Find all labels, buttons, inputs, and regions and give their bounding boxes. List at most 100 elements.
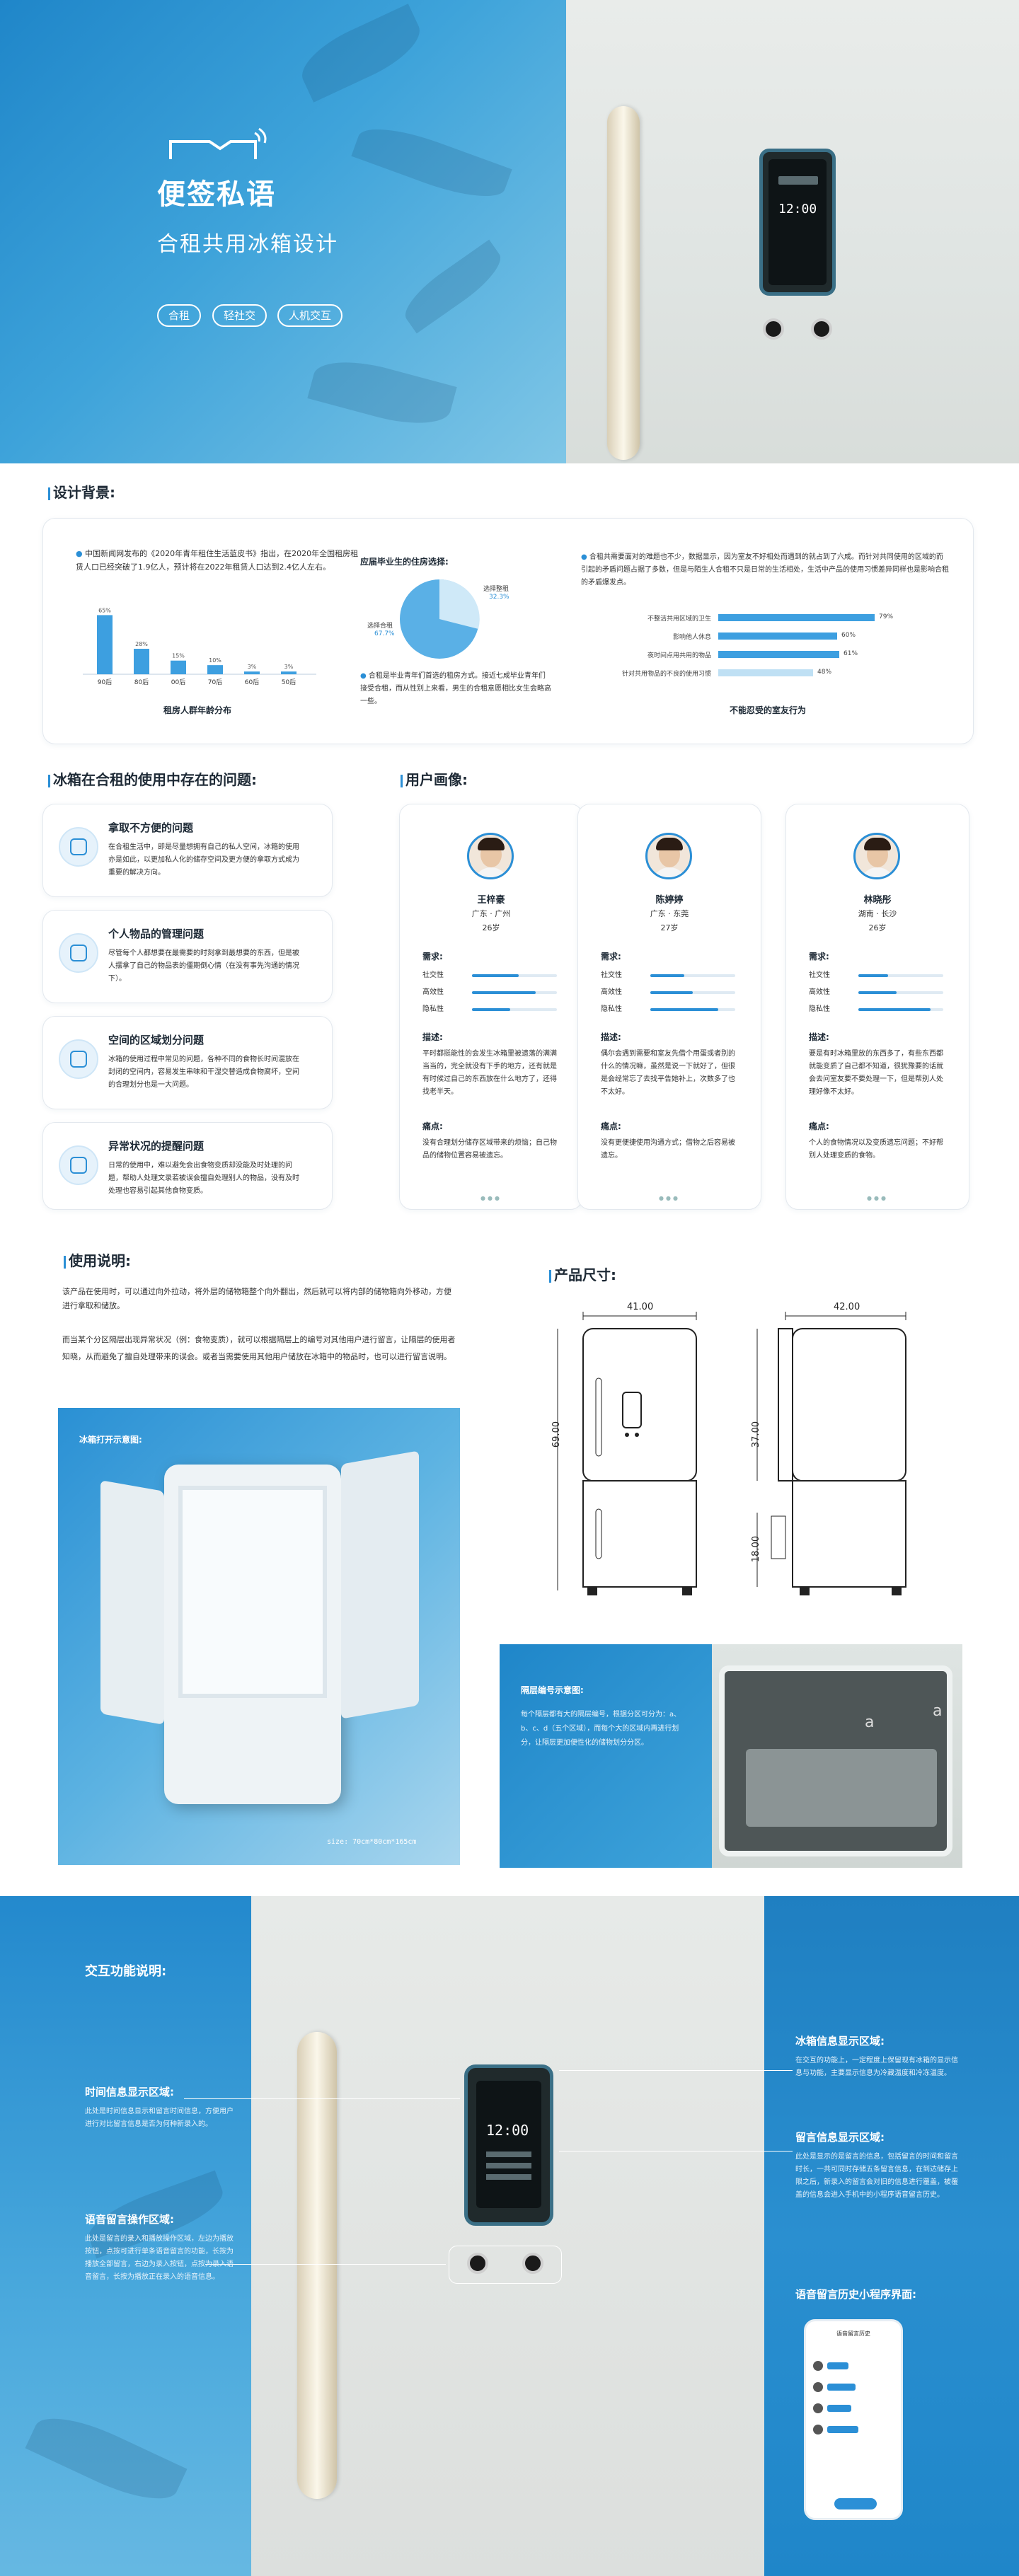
voice-message-bubble[interactable] [827, 2384, 856, 2391]
desc-title: 描述: [809, 1032, 829, 1042]
partition-title: 隔层编号示意图: [521, 1685, 584, 1695]
age-chart-caption: 租房人群年龄分布 [163, 705, 232, 715]
panel-time: 12:00 [778, 202, 817, 216]
fridge-drawer: a a [719, 1665, 952, 1856]
problem-card: 空间的区域划分问题 冰箱的使用过程中常见的问题，各种不同的食物长时间混放在封闭的… [42, 1016, 333, 1109]
need-bar [650, 1008, 735, 1011]
play-button-icon [763, 318, 784, 340]
callout-line [184, 2098, 460, 2099]
section-title-users: 用户画像: [401, 768, 468, 789]
pagination-dots: ●●● [867, 1195, 888, 1201]
behavior-value: 61% [844, 650, 858, 657]
fridge-control-panel: 12:00 [759, 149, 836, 296]
voice-message-bubble[interactable] [827, 2362, 848, 2369]
age-bar-value: 10% [209, 657, 221, 664]
persona-name: 陈婷婷 [655, 895, 684, 906]
persona-desc: 要是有时冰箱里放的东西多了，有些东西都就能变质了自己都不知道，很犹豫要的话就会去… [809, 1050, 943, 1096]
need-title: 需求: [809, 952, 829, 961]
age-bar-category: 00后 [171, 678, 185, 686]
need-bar [858, 974, 943, 977]
age-bar [97, 615, 113, 674]
persona-pain: 没有合理划分储存区域带来的烦恼；自己物品的储物位置容易被遗忘。 [422, 1139, 557, 1160]
age-bar-value: 15% [172, 653, 185, 659]
age-bar [207, 665, 223, 674]
partition-photo: 隔层编号示意图: 每个隔层都有大的隔层编号，根据分区可分为：a、b、c、d（五个… [500, 1644, 962, 1868]
persona-pain: 个人的食物情况以及变质遗忘问题；不好帮别人处理变质的食物。 [809, 1139, 943, 1160]
leaf-shadow [292, 4, 430, 103]
age-bar-category: 50后 [282, 678, 296, 686]
problem-text: 日常的使用中，难以避免会出食物变质却没能及时处理的问题，帮助人处理文录若被误会擅… [108, 1162, 299, 1195]
hero-subtitle: 合租共用冰箱设计 [157, 232, 338, 257]
voice-message-bubble[interactable] [827, 2405, 851, 2412]
need-bar-fill [472, 1008, 510, 1011]
message-area-title: 留言信息显示区域: [795, 2131, 885, 2144]
age-bar-category: 90后 [98, 678, 112, 686]
problem-text: 尽管每个人都想要在最需要的时刻拿到最想要的东西，但是被人摆拿了自己的物品表的僵期… [108, 949, 299, 983]
problem-title: 拿取不方便的问题 [108, 821, 194, 834]
leaf-shadow [307, 350, 457, 435]
avatar [813, 2361, 823, 2371]
persona-age: 26岁 [482, 923, 500, 932]
app-title: 语音留言历史小程序界面: [795, 2288, 916, 2301]
dim-width-side: 42.00 [834, 1302, 860, 1312]
fridge-info-title: 冰箱信息显示区域: [795, 2035, 885, 2047]
dimension-drawing [557, 1312, 906, 1595]
pie-chart [400, 579, 480, 659]
title-bar [549, 1269, 551, 1283]
problem-text: 在合租生活中，即是尽量想拥有自己的私人空间，冰箱的使用亦是如此，以更加私人化的储… [108, 843, 299, 877]
section-title-usage: 使用说明: [64, 1249, 131, 1270]
problem-text: 冰箱的使用过程中常见的问题，各种不同的食物长时间混放在封闭的空间内，容易发生串味… [108, 1056, 299, 1089]
need-bar-fill [650, 974, 684, 977]
dim-height-upper: 37.00 [751, 1421, 762, 1448]
fridge-open-photo: 冰箱打开示意图: size: 70cm*80cm*165cm [58, 1408, 460, 1865]
need-row: 高效性 [809, 986, 943, 1001]
drawer-tray [746, 1749, 937, 1827]
voice-message-bubble[interactable] [827, 2426, 858, 2433]
pain-title: 痛点: [422, 1121, 443, 1131]
interaction-section: 12:00 交互功能说明: 时间信息显示区域: 此处是时间信息显示和留言时间信息… [0, 1896, 1019, 2576]
behavior-label: 夜时间点用共用的物品 [647, 652, 711, 659]
background-left-text: ● 中国新闻网发布的《2020年青年租住生活蓝皮书》指出，在2020年全国租房租… [76, 549, 359, 572]
message-area-text: 此处是显示的是留言的信息，包括留言的时间和留言时长，一共可同时存储五条留言信息，… [795, 2153, 958, 2199]
partition-text: 每个隔层都有大的隔层编号，根据分区可分为：a、b、c、d（五个区域），而每个大的… [521, 1711, 681, 1747]
app-screen-title: 语音留言历史 [836, 2330, 870, 2337]
fridge-interior [178, 1486, 327, 1698]
dim-height-lower: 18.00 [751, 1535, 762, 1563]
age-bar-value: 3% [284, 664, 294, 670]
age-bar-category: 80后 [134, 678, 149, 686]
hero-tag: 轻社交 [212, 304, 267, 327]
age-bar [244, 671, 260, 674]
need-bar [472, 974, 557, 977]
persona-desc: 平时都挺能性的会发生冰箱里被遗落的满满当当的，完全就没有下手的地方，还有就是有时… [422, 1050, 557, 1096]
hero-blue-panel [0, 0, 566, 463]
dim-width-front: 41.00 [627, 1302, 654, 1312]
record-action-button[interactable] [834, 2498, 877, 2509]
pagination-dots: ●●● [659, 1195, 680, 1201]
need-bar-fill [650, 1008, 718, 1011]
persona-desc: 偶尔会遇到需要和室友先借个用蛋或者别的什么的情况嘛，虽然是说一下就好了，但很是会… [601, 1050, 735, 1096]
age-bar [281, 671, 297, 674]
age-bar-category: 70后 [208, 678, 222, 686]
record-button-icon[interactable] [522, 2253, 543, 2274]
voice-control-outline [449, 2246, 562, 2284]
pain-title: 痛点: [601, 1121, 621, 1131]
time-area-text: 此处是时间信息显示和留言时间信息，方便用户进行对比留言信息是否为何种新录入的。 [85, 2108, 234, 2128]
size-caption: size: 70cm*80cm*165cm [327, 1838, 417, 1846]
behavior-value: 60% [841, 632, 856, 639]
age-bar-value: 65% [98, 607, 111, 613]
message-line [486, 2163, 531, 2168]
message-line [486, 2152, 531, 2157]
panel-time: 12:00 [486, 2122, 529, 2139]
persona-pain: 没有更便捷使用沟通方式；借物之后容易被遗忘。 [601, 1139, 735, 1160]
pie-text: ● 合租是毕业青年们首选的租房方式。接近七成毕业青年们接受合租，而从性别上来看，… [360, 672, 551, 705]
avatar [813, 2425, 823, 2435]
problem-title: 空间的区域划分问题 [108, 1034, 205, 1046]
play-button-icon[interactable] [467, 2253, 488, 2274]
pie-value-b: 32.3% [489, 594, 510, 601]
voice-area-text: 此处是留言的录入和播放操作区域，左边为播放按钮，点按可进行单条语音留言的功能，长… [85, 2235, 234, 2281]
hero-banner: 12:00 便签私语 合租共用冰箱设计 合租 轻社交 人机交互 [0, 0, 1019, 463]
need-row: 隐私性 [422, 1003, 557, 1018]
